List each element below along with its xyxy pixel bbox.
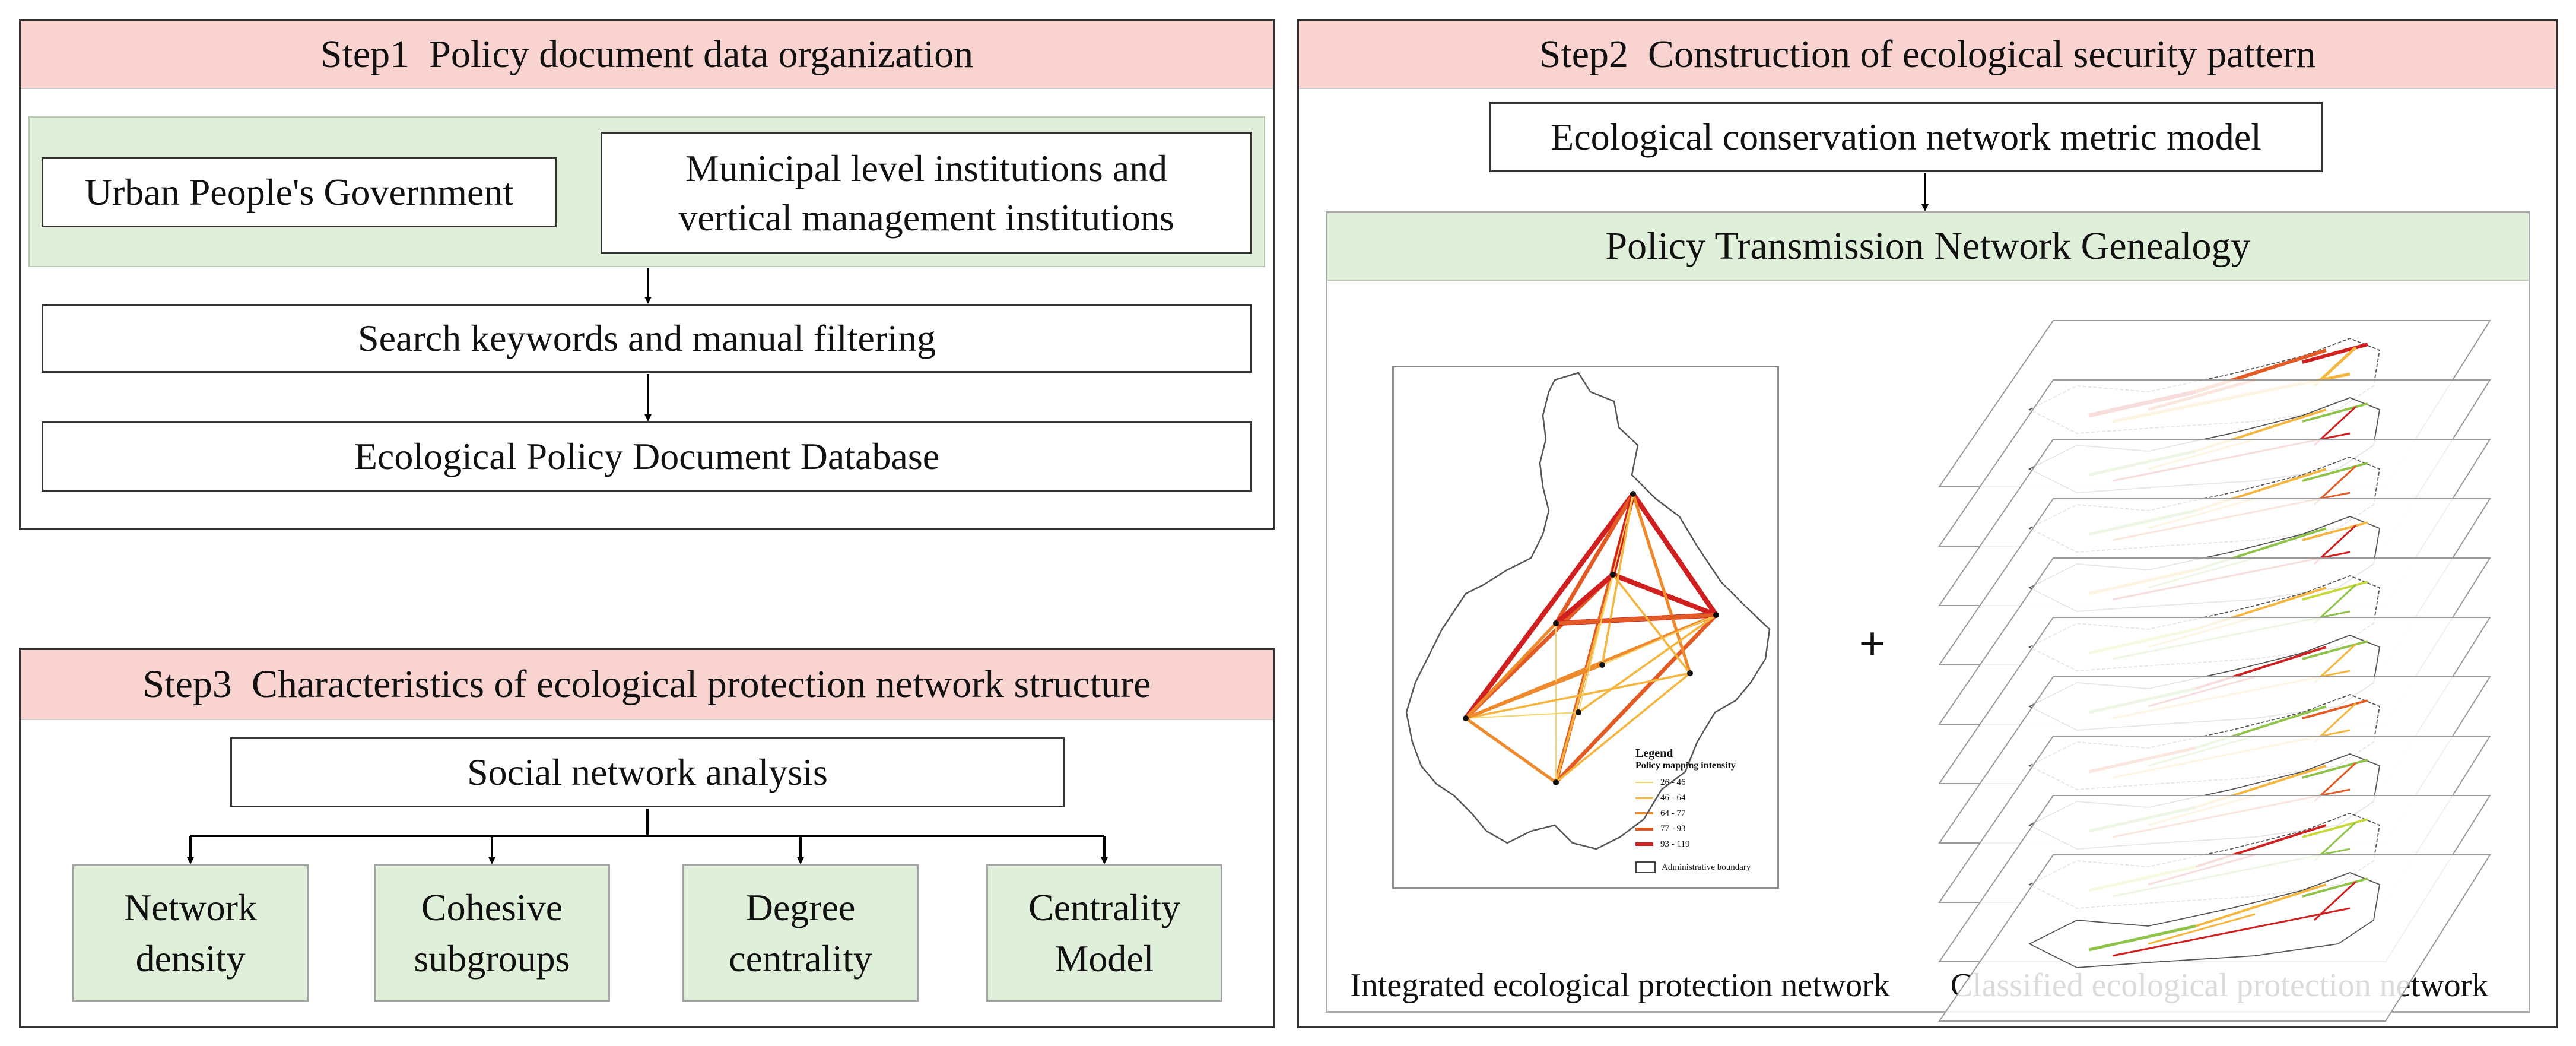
social-network-analysis: Social network analysis [230, 737, 1065, 807]
network-edge [1555, 613, 1717, 626]
region-boundary [1405, 372, 1771, 850]
classified-layer [1938, 854, 2491, 1022]
classified-network-stack [1938, 320, 2491, 1022]
layer-edge [2302, 581, 2368, 601]
network-node [1713, 612, 1719, 618]
policy-database: Ecological Policy Document Database [42, 421, 1252, 492]
network-node [1463, 715, 1469, 721]
network-edge [1578, 493, 1634, 713]
genealogy-frame [1326, 211, 2530, 1013]
layer-edge [2302, 402, 2368, 423]
metric-model-box: Ecological conservation network metric m… [1489, 102, 2323, 172]
legend-item-label: 93 - 119 [1660, 839, 1690, 849]
network-edges [1463, 492, 1719, 784]
network-edge [1555, 574, 1614, 783]
network-edge [1631, 492, 1719, 617]
layer-edge [2302, 818, 2368, 838]
layer-plane [1938, 854, 2491, 1022]
step2-title: Step2 Construction of ecological securit… [1299, 21, 2556, 89]
layer-edge [2148, 913, 2256, 945]
network-edge [1554, 613, 1718, 784]
layer-edge [2112, 907, 2351, 957]
layer-edge [2302, 521, 2368, 541]
layer-boundary [2028, 872, 2381, 968]
legend-boundary-label: Administrative boundary [1662, 862, 1751, 872]
legend-item-label: 77 - 93 [1660, 823, 1686, 833]
layer-edge [2195, 883, 2327, 927]
network-edge [1612, 573, 1691, 674]
network-node [1687, 670, 1693, 676]
layer-edge [2313, 880, 2357, 921]
network-node [1599, 662, 1605, 668]
analysis-tree-connector [190, 809, 1104, 837]
legend-swatch [1635, 782, 1653, 783]
metric-degree-centrality: Degree centrality [682, 864, 919, 1002]
plus-sign: + [1859, 617, 1886, 670]
step1-title: Step1 Policy document data organization [21, 21, 1273, 89]
legend-item-label: 46 - 64 [1660, 793, 1686, 803]
legend-item: 26 - 46 [1635, 775, 1777, 790]
legend-items: 26 - 46 46 - 64 64 - 77 77 - 93 93 - 119 [1635, 775, 1777, 852]
network-edge [1602, 614, 1717, 665]
layer-edge [2302, 640, 2368, 660]
legend-swatch [1635, 797, 1653, 799]
legend-item: 77 - 93 [1635, 821, 1777, 836]
layer-edge [2302, 699, 2368, 719]
genealogy-title: Policy Transmission Network Genealogy [1327, 213, 2529, 281]
network-edge [1465, 672, 1691, 719]
network-edge [1555, 672, 1691, 784]
layer-edge [2302, 343, 2368, 364]
legend-item: 64 - 77 [1635, 806, 1777, 821]
caption-integrated-network: Integrated ecological protection network [1350, 967, 1890, 1004]
network-edge [1465, 622, 1557, 719]
map-legend: Legend Policy mapping intensity 26 - 46 4… [1635, 747, 1777, 887]
source-urban-government: Urban People's Government [42, 157, 557, 227]
source-municipal-institutions: Municipal level institutions and vertica… [601, 132, 1252, 254]
network-edge [1465, 717, 1557, 784]
legend-item: 46 - 64 [1635, 790, 1777, 806]
legend-item-label: 26 - 46 [1660, 777, 1686, 787]
network-node [1610, 572, 1616, 578]
network-edge [1631, 493, 1692, 674]
legend-subtitle: Policy mapping intensity [1635, 760, 1736, 771]
network-nodes [1463, 491, 1719, 785]
integrated-network-map [1405, 372, 1771, 850]
layer-edge [2302, 759, 2368, 779]
legend-swatch [1635, 827, 1653, 831]
network-node [1553, 620, 1559, 626]
network-edge [1463, 492, 1635, 720]
network-node [1630, 491, 1636, 497]
metric-network-density: Network density [72, 864, 309, 1002]
legend-boundary-row: Administrative boundary [1635, 861, 1777, 873]
legend-item-label: 64 - 77 [1660, 808, 1686, 818]
network-edge [1465, 663, 1603, 720]
metric-centrality-model: Centrality Model [986, 864, 1222, 1002]
metric-cohesive-subgroups: Cohesive subgroups [374, 864, 610, 1002]
legend-title: Legend [1635, 747, 1673, 760]
legend-swatch [1635, 842, 1653, 846]
step3-title: Step3 Characteristics of ecological prot… [21, 650, 1273, 720]
network-node [1553, 779, 1559, 785]
layer-edge [2302, 877, 2368, 898]
layer-edge [2088, 924, 2196, 952]
integrated-map-frame [1392, 366, 1779, 889]
search-filter-step: Search keywords and manual filtering [42, 304, 1252, 373]
legend-item: 93 - 119 [1635, 836, 1777, 852]
network-edge [1465, 712, 1579, 719]
network-edge [1577, 614, 1717, 714]
network-edge [1554, 572, 1615, 626]
legend-swatch [1635, 812, 1653, 814]
layer-edge [2302, 462, 2368, 482]
boundary-swatch [1635, 861, 1656, 873]
network-edge [1554, 493, 1635, 625]
network-node [1576, 709, 1581, 715]
